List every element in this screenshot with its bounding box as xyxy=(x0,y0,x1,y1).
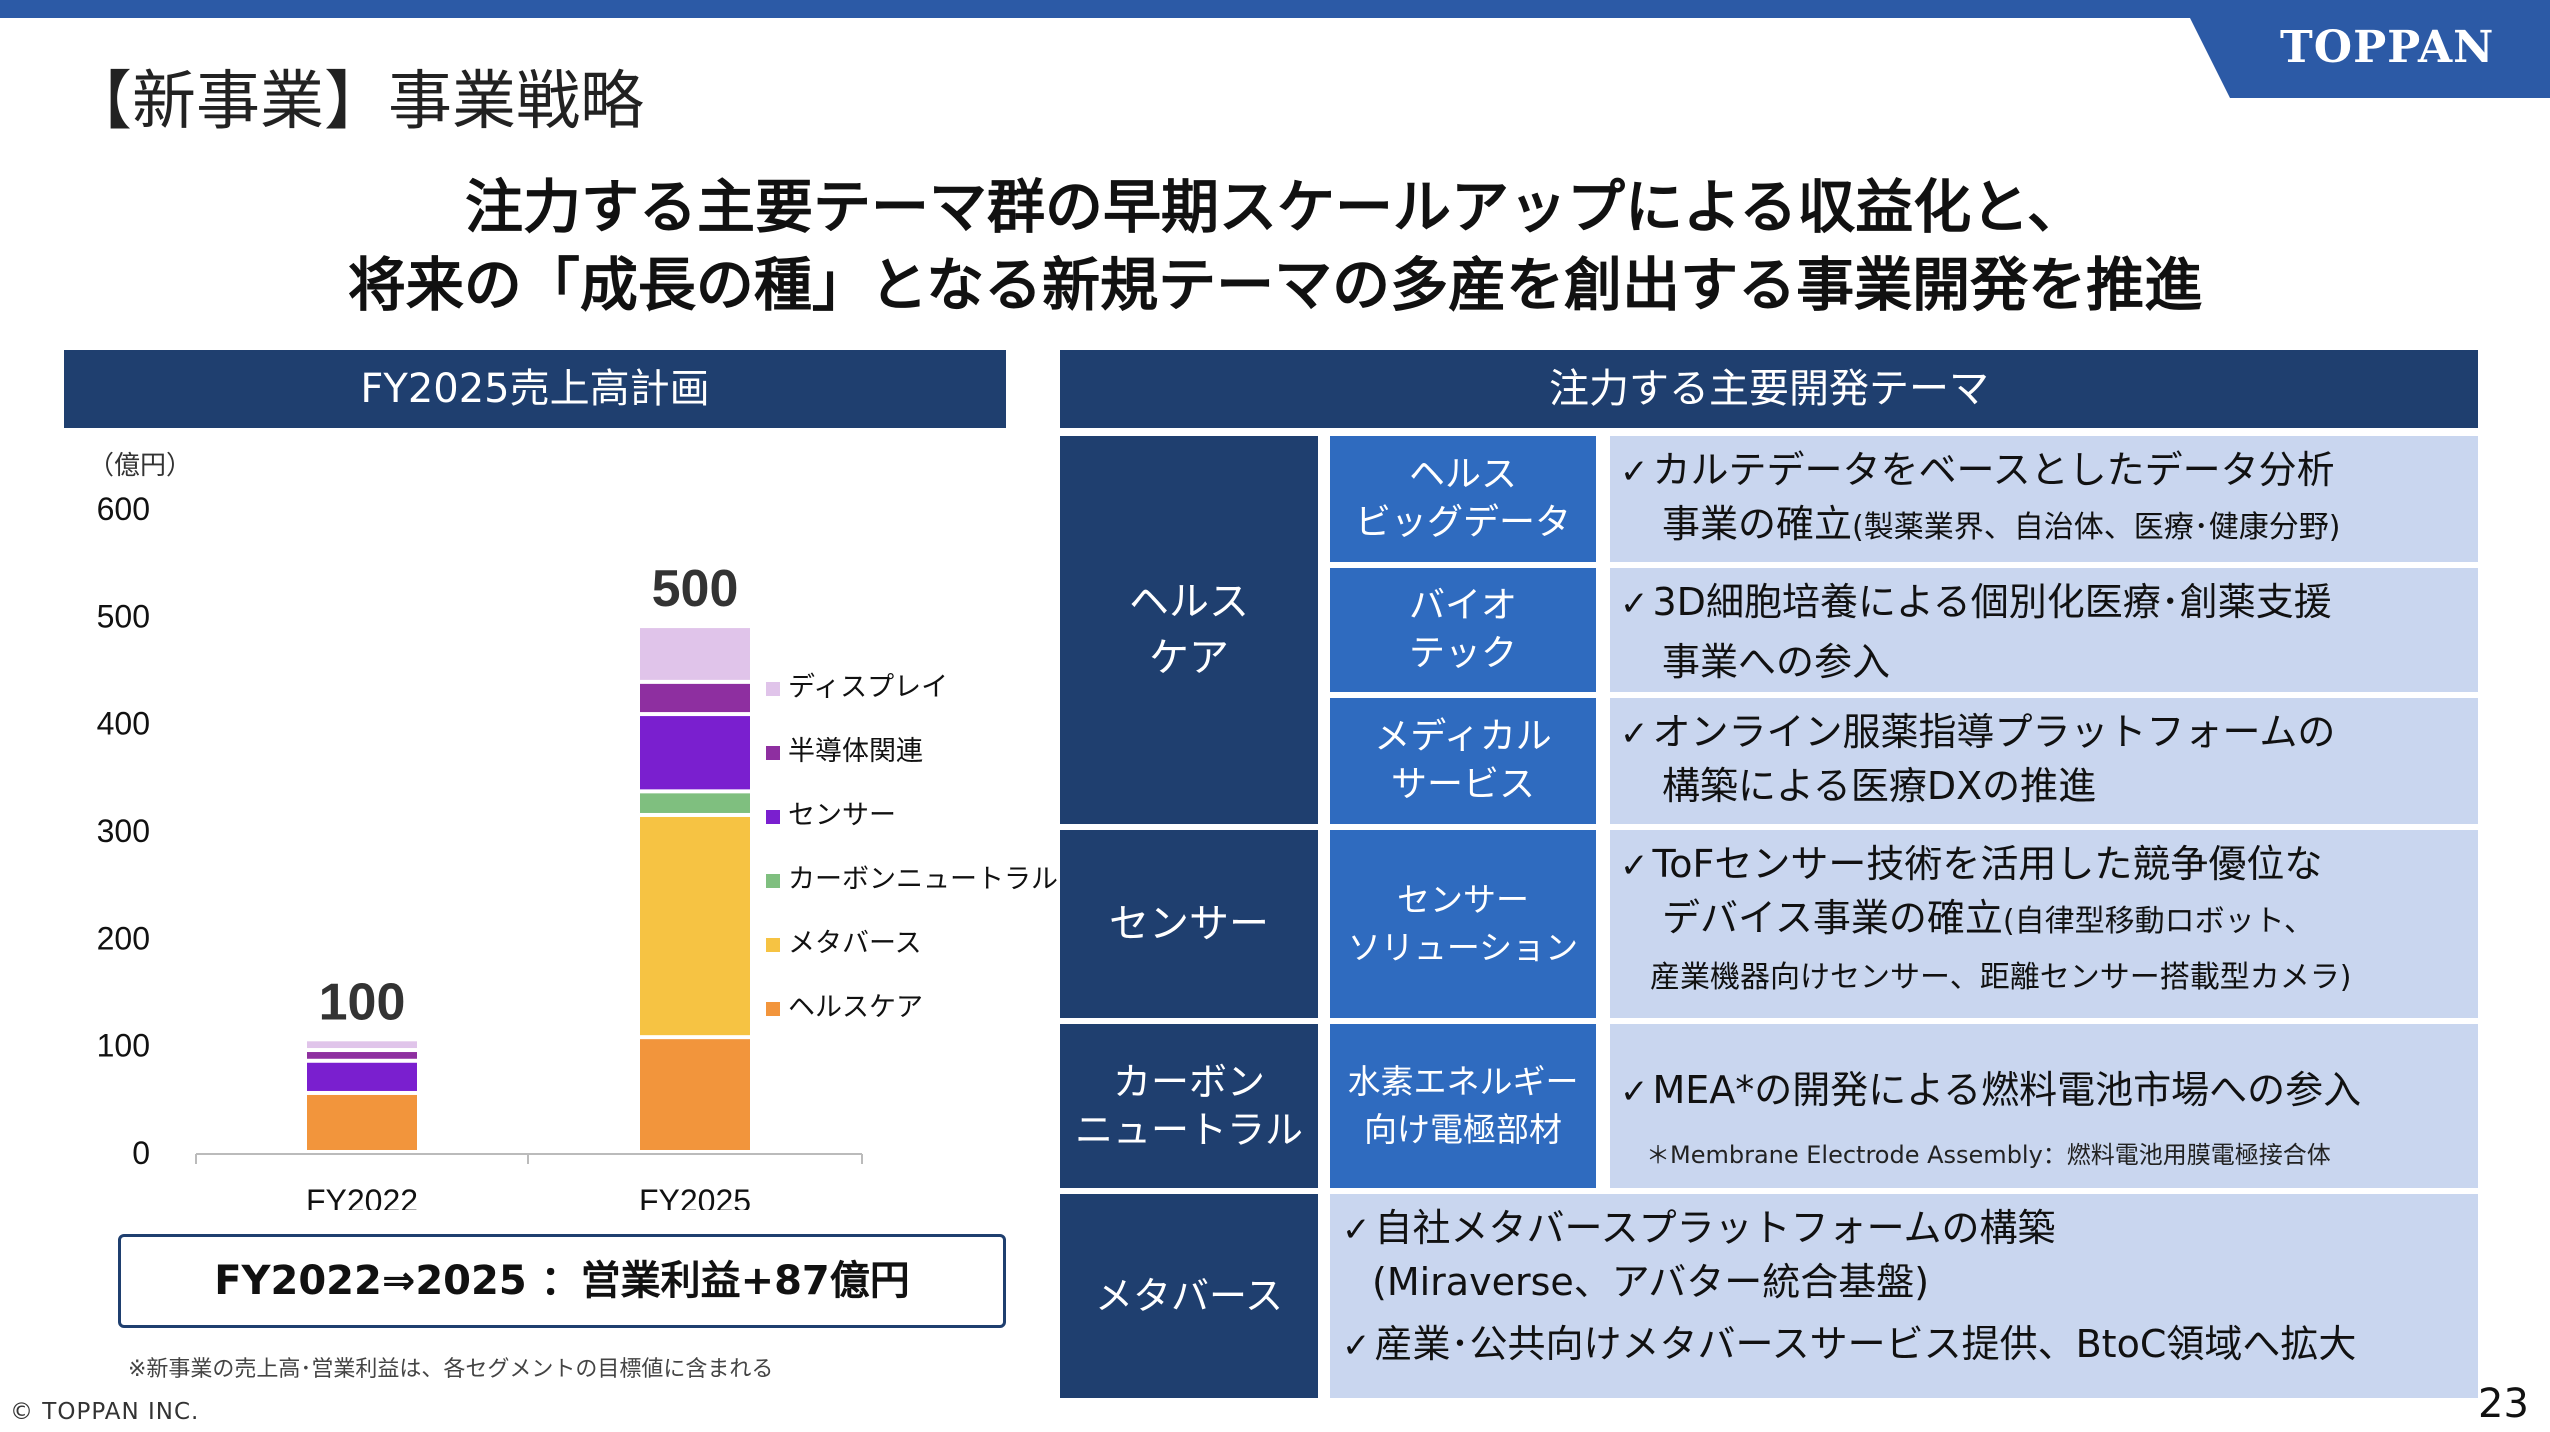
desc-text: デバイス事業の確立 xyxy=(1662,896,2003,940)
bar-segment xyxy=(640,816,750,1036)
desc-text: MEA*の開発による燃料電池市場への参入 xyxy=(1652,1068,2362,1112)
x-tick-label: FY2022 xyxy=(306,1183,418,1210)
legend-swatch xyxy=(766,938,780,952)
theme-desc-medical: ✓オンライン服薬指導プラットフォームの 構築による医療DXの推進 xyxy=(1610,698,2478,824)
theme-desc-hydrogen: ✓MEA*の開発による燃料電池市場への参入 ＊Membrane Electrod… xyxy=(1610,1024,2478,1188)
legend-swatch xyxy=(766,682,780,696)
desc-text: カルテデータをベースとしたデータ分析 xyxy=(1652,448,2335,492)
bar-segment xyxy=(640,716,750,790)
check-icon: ✓ xyxy=(1342,1210,1371,1250)
headline-line-1: 注力する主要テーマ群の早期スケールアップによる収益化と、 xyxy=(465,173,2085,241)
x-tick-label: FY2025 xyxy=(639,1183,751,1210)
legend-swatch xyxy=(766,810,780,824)
check-icon: ✓ xyxy=(1620,452,1649,492)
chart-section-header: FY2025売上高計画 xyxy=(64,350,1006,428)
headline-line-2: 将来の「成長の種」となる新規テーマの多産を創出する事業開発を推進 xyxy=(347,251,2203,319)
bar-total-label: 100 xyxy=(319,973,406,1031)
desc-text: 事業への参入 xyxy=(1662,640,1891,684)
category-healthcare: ヘルス ケア xyxy=(1060,436,1318,824)
desc-text: 産業･公共向けメタバースサービス提供、BtoC領域へ拡大 xyxy=(1374,1322,2357,1366)
y-tick-label: 200 xyxy=(97,920,150,956)
themes-section-header: 注力する主要開発テーマ xyxy=(1060,350,2478,428)
desc-detail: 産業機器向けセンサー、距離センサー搭載型カメラ) xyxy=(1650,960,2352,995)
y-tick-label: 400 xyxy=(97,706,150,742)
subtheme-sensor-solution: センサー ソリューション xyxy=(1330,830,1596,1018)
theme-desc-metaverse: ✓自社メタバースプラットフォームの構築 (Miraverse、アバター統合基盤)… xyxy=(1330,1194,2478,1398)
desc-detail: (製薬業界、自治体、医療･健康分野) xyxy=(1852,510,2341,545)
desc-text: ToFセンサー技術を活用した競争優位な xyxy=(1652,842,2323,886)
bar-total-label: 500 xyxy=(652,560,739,618)
y-tick-label: 100 xyxy=(97,1028,150,1064)
desc-text: オンライン服薬指導プラットフォームの xyxy=(1652,710,2336,754)
page-number: 23 xyxy=(2478,1381,2529,1427)
bar-segment xyxy=(640,628,750,680)
subtheme-medical-service: メディカル サービス xyxy=(1330,698,1596,824)
category-sensor: センサー xyxy=(1060,830,1318,1018)
desc-text: 3D細胞培養による個別化医療･創薬支援 xyxy=(1652,580,2332,624)
desc-text: 構築による医療DXの推進 xyxy=(1662,764,2097,808)
subtheme-biotech: バイオ テック xyxy=(1330,568,1596,692)
y-tick-label: 300 xyxy=(97,813,150,849)
logo-tab xyxy=(2190,18,2550,98)
bar-segment xyxy=(640,793,750,813)
subtheme-health-bigdata: ヘルス ビッグデータ xyxy=(1330,436,1596,562)
y-tick-label: 600 xyxy=(97,491,150,527)
desc-detail: (自律型移動ロボット、 xyxy=(2002,904,2314,939)
legend-label: カーボンニュートラル xyxy=(788,864,1058,894)
legend-label: メタバース xyxy=(788,928,922,958)
top-accent-bar xyxy=(0,0,2550,18)
category-carbon-neutral: カーボン ニュートラル xyxy=(1060,1024,1318,1188)
legend-swatch xyxy=(766,746,780,760)
bar-segment xyxy=(640,683,750,713)
check-icon: ✓ xyxy=(1342,1326,1371,1366)
check-icon: ✓ xyxy=(1620,714,1649,754)
chart-footnote: ※新事業の売上高･営業利益は、各セグメントの目標値に含まれる xyxy=(128,1357,774,1382)
legend-label: 半導体関連 xyxy=(788,736,923,766)
y-tick-label: 500 xyxy=(97,598,150,634)
legend-swatch xyxy=(766,874,780,888)
check-icon: ✓ xyxy=(1620,584,1649,624)
y-unit-label: （億円） xyxy=(88,450,192,480)
check-icon: ✓ xyxy=(1620,846,1649,886)
legend-label: ヘルスケア xyxy=(788,992,923,1022)
page-title: 【新事業】事業戦略 xyxy=(68,65,644,139)
desc-text: 事業の確立 xyxy=(1662,502,1853,546)
check-icon: ✓ xyxy=(1620,1072,1649,1112)
category-metaverse: メタバース xyxy=(1060,1194,1318,1398)
operating-profit-box: FY2022⇒2025 ：営業利益+87億円 xyxy=(118,1234,1006,1328)
legend-label: センサー xyxy=(788,800,896,830)
theme-desc-biotech: ✓3D細胞培養による個別化医療･創薬支援 事業への参入 xyxy=(1610,568,2478,692)
desc-text: (Miraverse、アバター統合基盤) xyxy=(1372,1260,1930,1304)
legend-swatch xyxy=(766,1002,780,1016)
bar-segment xyxy=(307,1062,417,1091)
y-tick-label: 0 xyxy=(132,1135,150,1171)
copyright: © TOPPAN INC. xyxy=(10,1399,200,1425)
theme-desc-sensor-solution: ✓ToFセンサー技術を活用した競争優位な デバイス事業の確立(自律型移動ロボット… xyxy=(1610,830,2478,1018)
toppan-logo: TOPPAN xyxy=(2280,22,2495,73)
legend-label: ディスプレイ xyxy=(788,672,948,702)
bar-segment xyxy=(307,1041,417,1049)
desc-text: 自社メタバースプラットフォームの構築 xyxy=(1374,1206,2056,1250)
subtheme-hydrogen-electrode: 水素エネルギー 向け電極部材 xyxy=(1330,1024,1596,1188)
mea-footnote: ＊Membrane Electrode Assembly：燃料電池用膜電極接合体 xyxy=(1646,1141,2331,1169)
theme-desc-health-bigdata: ✓カルテデータをベースとしたデータ分析 事業の確立(製薬業界、自治体、医療･健康… xyxy=(1610,436,2478,562)
bar-segment xyxy=(640,1039,750,1150)
bar-segment xyxy=(307,1094,417,1150)
bar-segment xyxy=(307,1052,417,1059)
